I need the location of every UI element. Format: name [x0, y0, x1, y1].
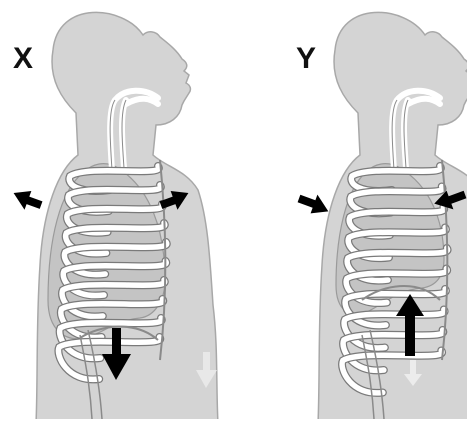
panel-label-y: Y: [296, 44, 316, 74]
arrow-in-icon: [296, 189, 333, 219]
panel-y: [318, 12, 467, 419]
arrow-out-icon: [9, 185, 44, 214]
panel-label-x: X: [13, 44, 33, 74]
